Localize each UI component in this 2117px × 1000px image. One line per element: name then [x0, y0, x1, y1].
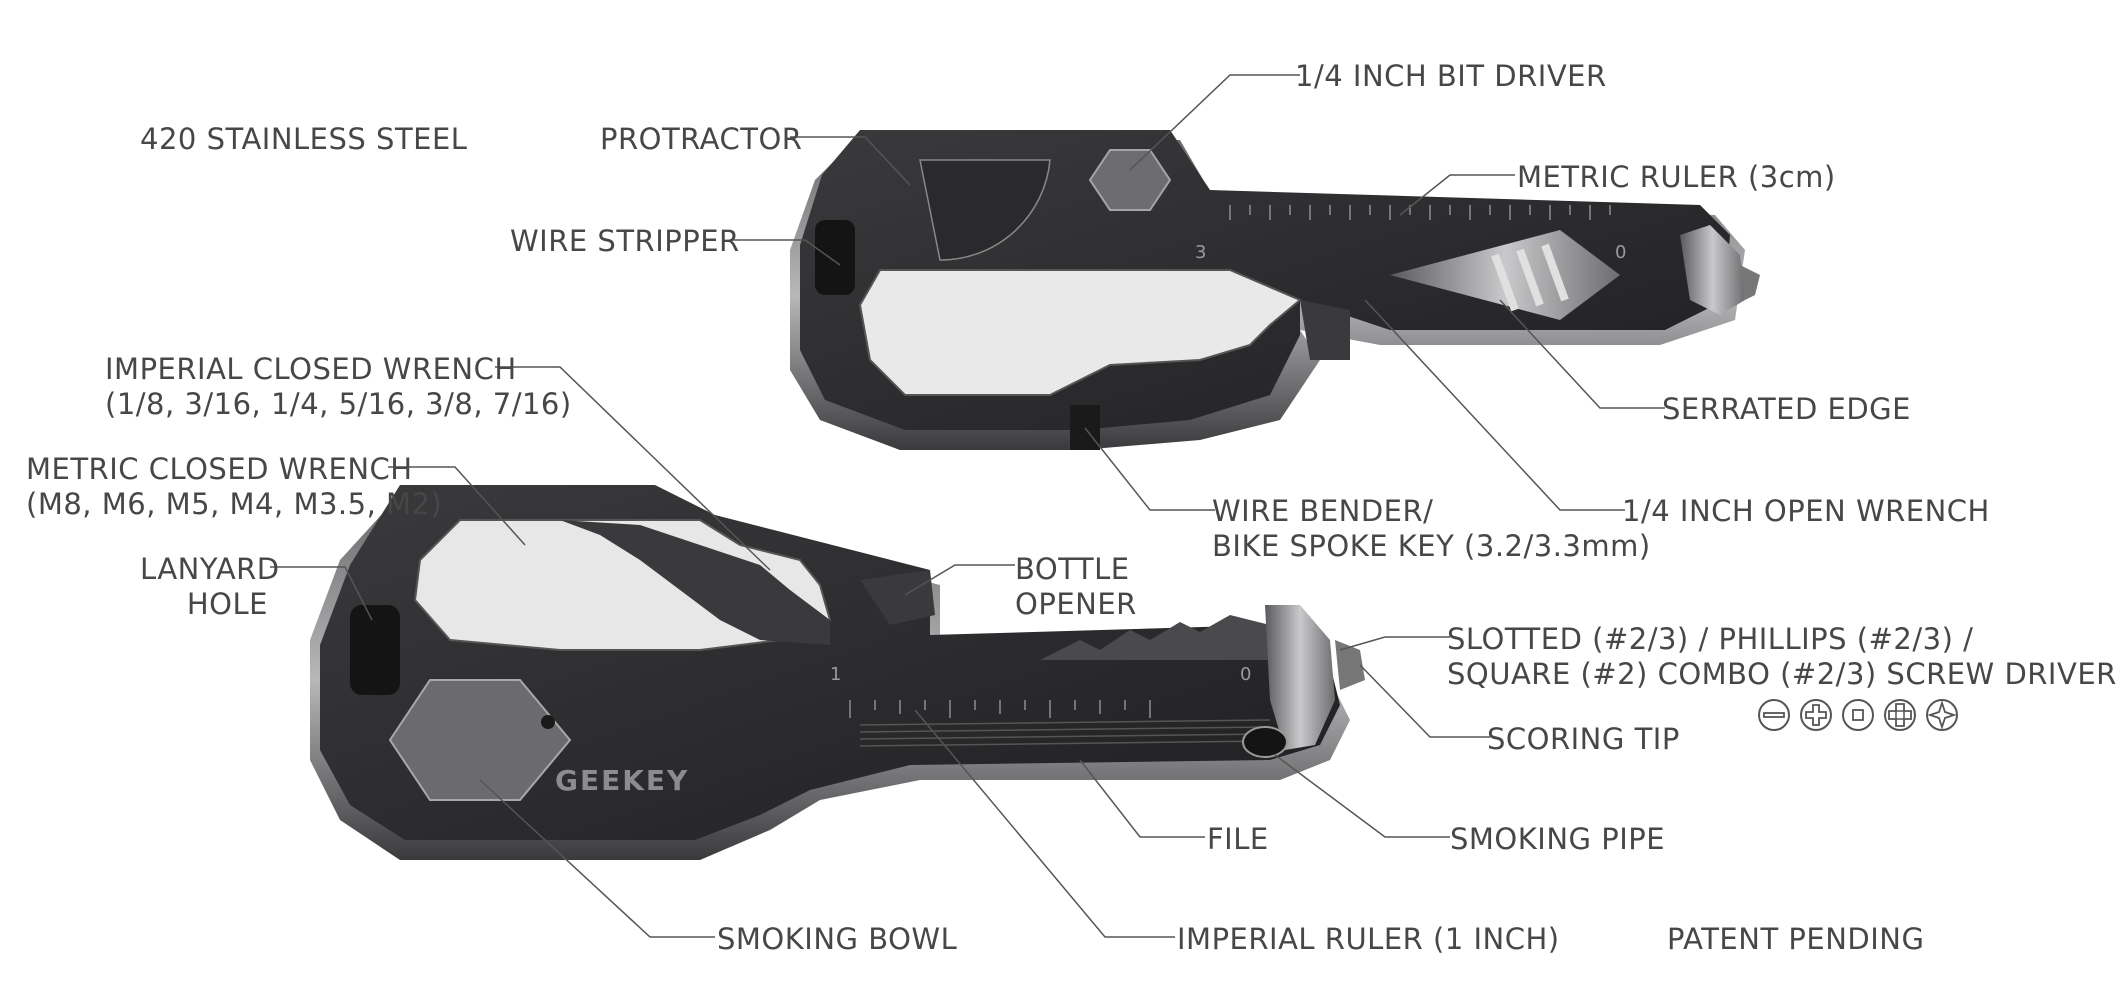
protractor-mark	[919, 159, 1051, 261]
bottom-ruler-number-0: 0	[1240, 664, 1251, 685]
wire-bender-notch	[1070, 405, 1100, 450]
patent-label: PATENT PENDING	[1667, 922, 1925, 956]
phillips-icon	[1799, 698, 1833, 732]
smoking-bowl-label: SMOKING BOWL	[717, 922, 958, 956]
bottom-serrations	[1040, 615, 1270, 660]
open-wrench-jaw	[1300, 300, 1350, 360]
metric-wrench-title: METRIC CLOSED WRENCH	[26, 452, 413, 486]
wire-stripper-slot	[815, 220, 855, 295]
bottom-ruler-number-1: 1	[830, 664, 841, 685]
key-illustration: 3 0	[270, 74, 1760, 938]
bit-driver-label: 1/4 INCH BIT DRIVER	[1295, 59, 1607, 93]
leader-imperial-wrench	[495, 366, 771, 571]
smoking-bowl-hole	[541, 715, 555, 729]
lanyard-line-1: LANYARD	[140, 552, 280, 586]
leader-screw-driver	[1339, 636, 1450, 651]
material-label: 420 STAINLESS STEEL	[140, 122, 468, 156]
leader-bit-driver	[1129, 74, 1300, 171]
top-ruler-number-3: 3	[1195, 242, 1206, 263]
square-icon	[1841, 698, 1875, 732]
leader-bottle-opener	[904, 564, 1015, 596]
leader-scoring-tip	[1359, 664, 1490, 738]
screw-driver-line-1: SLOTTED (#2/3) / PHILLIPS (#2/3) /	[1447, 622, 1974, 656]
bottle-opener-line-1: BOTTLE	[1015, 552, 1130, 586]
imperial-wrench-sizes: (1/8, 3/16, 1/4, 5/16, 3/8, 7/16)	[105, 387, 572, 422]
bottom-key: GEEKEY 1 0	[310, 485, 1365, 860]
combo-icon	[1883, 698, 1917, 732]
metric-ruler-ticks	[1229, 205, 1611, 220]
leader-protractor	[790, 136, 911, 186]
screw-type-icons	[1757, 698, 1959, 732]
wire-stripper-label: WIRE STRIPPER	[510, 224, 740, 258]
top-ruler-number-0: 0	[1615, 242, 1626, 263]
top-key-cutout	[858, 269, 1302, 396]
wrench-steps	[560, 520, 830, 645]
imperial-wrench-label: IMPERIAL CLOSED WRENCH (1/8, 3/16, 1/4, …	[105, 352, 572, 423]
wire-bender-line-2: BIKE SPOKE KEY (3.2/3.3mm)	[1212, 529, 1651, 564]
smoking-pipe-hole	[1242, 726, 1288, 758]
file-label: FILE	[1207, 822, 1269, 856]
leader-file	[1079, 759, 1205, 838]
leader-open-wrench	[1364, 299, 1625, 511]
imperial-ruler-ticks	[849, 700, 1151, 718]
serrated-edge-label: SERRATED EDGE	[1662, 392, 1911, 426]
screw-driver-label: SLOTTED (#2/3) / PHILLIPS (#2/3) / SQUAR…	[1447, 622, 2117, 693]
leader-lines	[270, 74, 1665, 938]
wire-bender-label: WIRE BENDER/ BIKE SPOKE KEY (3.2/3.3mm)	[1212, 494, 1651, 565]
wire-bender-line-1: WIRE BENDER/	[1212, 494, 1434, 528]
smoking-pipe-label: SMOKING PIPE	[1450, 822, 1666, 856]
open-wrench-label: 1/4 INCH OPEN WRENCH	[1622, 494, 1990, 528]
metric-ruler-label: METRIC RULER (3cm)	[1517, 160, 1836, 194]
smoking-bowl-hex	[388, 679, 572, 801]
top-key: 3 0	[790, 130, 1760, 450]
phillips-alt-icon	[1925, 698, 1959, 732]
protractor-label: PROTRACTOR	[600, 122, 803, 156]
leader-metric-ruler	[1399, 174, 1515, 216]
bottle-opener-line-2: OPENER	[1015, 587, 1137, 622]
bottle-opener-hook	[860, 570, 935, 625]
lanyard-hole-label: LANYARD HOLE	[140, 552, 280, 623]
scoring-tip-shape	[1335, 640, 1365, 690]
lanyard-line-2: HOLE	[186, 587, 268, 622]
scoring-tip-label: SCORING TIP	[1487, 722, 1680, 756]
leader-smoking-pipe	[1274, 754, 1450, 838]
screw-driver-line-2: SQUARE (#2) COMBO (#2/3) SCREW DRIVER	[1447, 657, 2117, 692]
imperial-ruler-label: IMPERIAL RULER (1 INCH)	[1177, 922, 1560, 956]
top-key-scoring-tip	[1740, 265, 1760, 300]
imperial-wrench-title: IMPERIAL CLOSED WRENCH	[105, 352, 517, 386]
lanyard-hole	[350, 605, 400, 695]
file-texture	[859, 719, 1271, 747]
brand-logo: GEEKEY	[555, 764, 689, 797]
leader-smoking-bowl	[479, 779, 715, 938]
leader-wire-stripper	[730, 239, 841, 266]
bottom-key-tip	[1265, 605, 1335, 750]
leader-metric-wrench	[388, 466, 526, 546]
metric-wrench-sizes: (M8, M6, M5, M4, M3.5, M2)	[26, 487, 443, 522]
leader-serrated	[1499, 299, 1665, 409]
slotted-icon	[1757, 698, 1791, 732]
serrations	[1491, 243, 1569, 312]
leader-wire-bender	[1084, 427, 1215, 511]
top-key-tip	[1680, 225, 1745, 315]
leader-imperial-ruler	[914, 709, 1175, 938]
infographic: 3 0	[26, 59, 2116, 956]
metric-wrench-label: METRIC CLOSED WRENCH (M8, M6, M5, M4, M3…	[26, 452, 442, 523]
leader-lanyard	[270, 566, 373, 621]
bottle-opener-label: BOTTLE OPENER	[1015, 552, 1137, 623]
